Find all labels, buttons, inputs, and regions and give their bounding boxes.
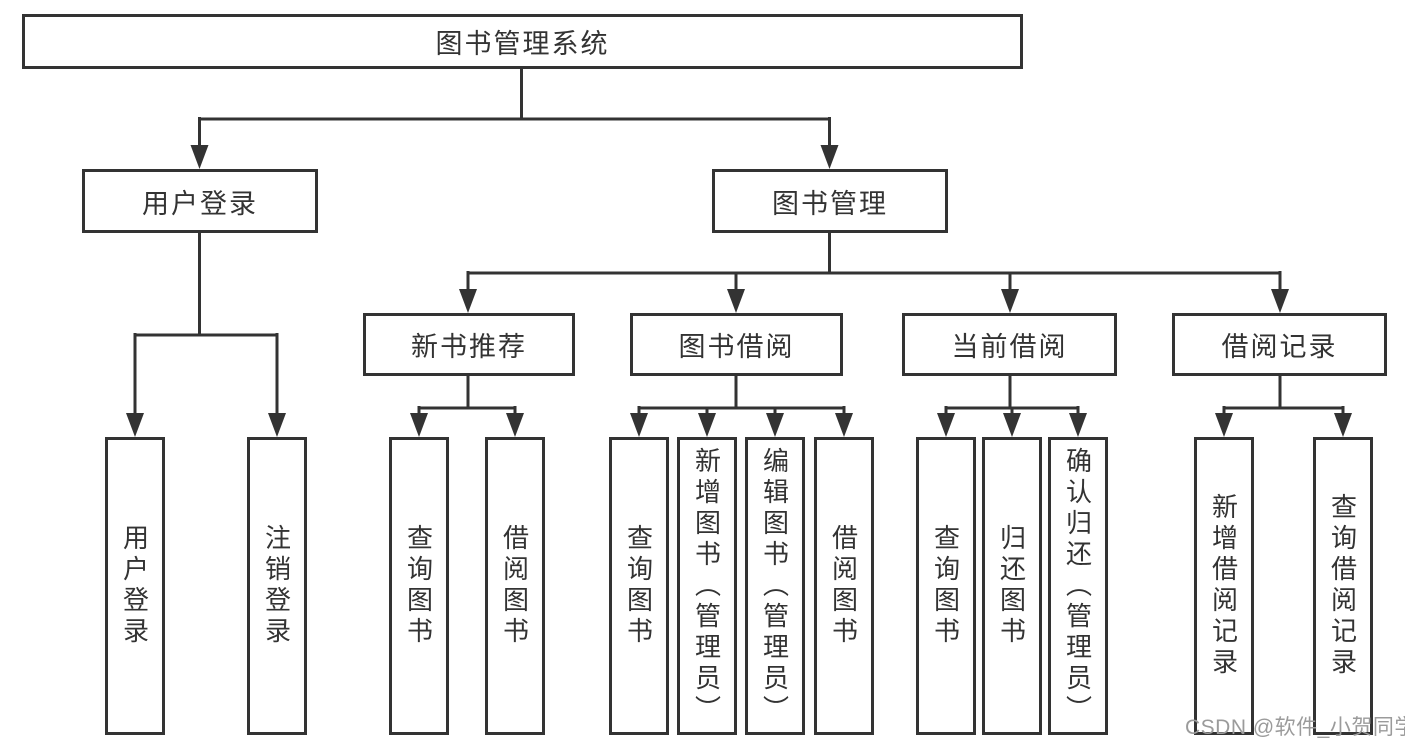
node-label: 注销登录: [261, 524, 292, 648]
node-label: 新增借阅记录: [1208, 493, 1239, 679]
leaf-return-book: 归还图书: [982, 437, 1042, 735]
watermark: CSDN @软件_小贺同学: [1185, 716, 1405, 739]
node-label: 编辑图书（管理员）: [759, 446, 790, 726]
node-library-management-system: 图书管理系统: [22, 14, 1023, 69]
node-label: 用户登录: [119, 524, 150, 648]
node-label: 图书管理系统: [435, 29, 610, 59]
leaf-search-books-borrow: 查询图书: [609, 437, 669, 735]
leaf-search-books-current: 查询图书: [916, 437, 976, 735]
leaf-add-book-admin: 新增图书（管理员）: [677, 437, 737, 735]
node-label: 查询图书: [403, 524, 434, 648]
node-label: 图书管理: [772, 188, 888, 219]
node-current-borrow: 当前借阅: [902, 313, 1117, 376]
leaf-search-books-recommend: 查询图书: [389, 437, 449, 735]
node-label: 新书推荐: [411, 332, 527, 362]
leaf-logout: 注销登录: [247, 437, 307, 735]
node-label: 当前借阅: [951, 332, 1068, 362]
leaf-borrow-books-recommend: 借阅图书: [485, 437, 545, 735]
node-new-book-recommend: 新书推荐: [363, 313, 575, 376]
node-label: 用户登录: [142, 188, 258, 219]
node-label: 图书借阅: [678, 332, 795, 362]
leaf-user-login: 用户登录: [105, 437, 165, 735]
node-label: 归还图书: [996, 524, 1027, 648]
arrowheads: [126, 145, 1352, 437]
leaf-add-borrow-record: 新增借阅记录: [1194, 437, 1254, 735]
node-user-login: 用户登录: [82, 169, 318, 233]
node-label: 查询图书: [930, 524, 961, 648]
node-label: 查询图书: [623, 524, 654, 648]
node-book-management: 图书管理: [712, 169, 948, 233]
leaf-borrow-books: 借阅图书: [814, 437, 874, 735]
node-borrow-records: 借阅记录: [1172, 313, 1387, 376]
node-label: 新增图书（管理员）: [691, 446, 722, 726]
node-label: 确认归还（管理员）: [1062, 446, 1093, 726]
connector-paths: [133, 68, 1345, 420]
node-book-borrow: 图书借阅: [630, 313, 843, 376]
leaf-confirm-return-admin: 确认归还（管理员）: [1048, 437, 1108, 735]
node-label: 借阅图书: [828, 524, 859, 648]
node-label: 借阅记录: [1221, 332, 1338, 362]
node-label: 借阅图书: [499, 524, 530, 648]
leaf-search-borrow-record: 查询借阅记录: [1313, 437, 1373, 735]
node-label: 查询借阅记录: [1327, 493, 1358, 679]
leaf-edit-book-admin: 编辑图书（管理员）: [745, 437, 805, 735]
